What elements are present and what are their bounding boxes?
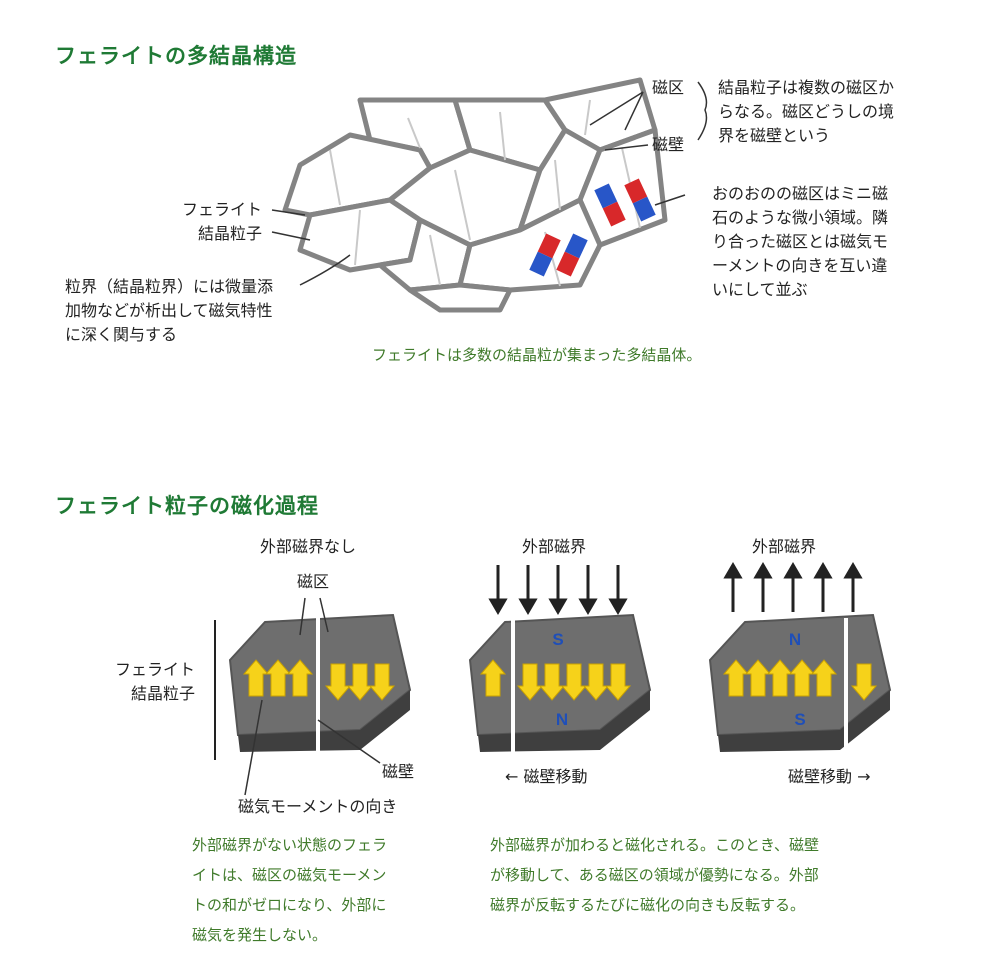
- mini-magnets: [529, 178, 656, 277]
- label-wall: 磁壁: [652, 135, 685, 154]
- section2-heading: フェライト粒子の磁化過程: [55, 494, 319, 518]
- panel1-label-wall: 磁壁: [382, 762, 415, 781]
- panel2-grain: S N: [468, 565, 652, 752]
- panel3-wall-move: 磁壁移動 →: [788, 767, 871, 786]
- grain-network: [282, 77, 668, 313]
- panel2-wall-move: ← 磁壁移動: [505, 767, 588, 786]
- panel1-label-grain: フェライト 結晶粒子: [114, 660, 195, 703]
- panel3-pole-bottom: S: [794, 710, 805, 729]
- panel1-title: 外部磁界なし: [260, 537, 357, 556]
- panel3-title: 外部磁界: [752, 537, 817, 556]
- note-magnet: おのおのの磁区はミニ磁 石のような微小領域。隣 り合った磁区とは磁気モ ーメント…: [712, 184, 889, 299]
- note-domain: 結晶粒子は複数の磁区か らなる。磁区どうしの境 界を磁壁という: [718, 78, 895, 145]
- panel3-grain: N S: [708, 562, 892, 752]
- label-grain-boundary: 粒界（結晶粒界）には微量添 加物などが析出して磁気特性 に深く関与する: [65, 277, 274, 344]
- panel1-label-domain: 磁区: [297, 572, 330, 591]
- section2-caption-left: 外部磁界がない状態のフェラ イトは、磁区の磁気モーメン トの和がゼロになり、外部…: [192, 836, 388, 944]
- panel1-label-moment: 磁気モーメントの向き: [238, 797, 398, 816]
- label-ferrite-grain: フェライト 結晶粒子: [181, 200, 262, 243]
- label-domain: 磁区: [652, 78, 685, 97]
- section2-caption-right: 外部磁界が加わると磁化される。このとき、磁壁 が移動して、ある磁区の領域が優勢に…: [490, 836, 819, 914]
- panel3-pole-top: N: [789, 630, 801, 649]
- panel2-title: 外部磁界: [522, 537, 587, 556]
- section1-caption: フェライトは多数の結晶粒が集まった多結晶体。: [372, 346, 702, 364]
- panel2-pole-bottom: N: [556, 710, 568, 729]
- panel1-grain: [214, 597, 412, 796]
- section1-heading: フェライトの多結晶構造: [55, 44, 297, 68]
- panel2-pole-top: S: [552, 630, 563, 649]
- leader-lines: [271, 81, 708, 286]
